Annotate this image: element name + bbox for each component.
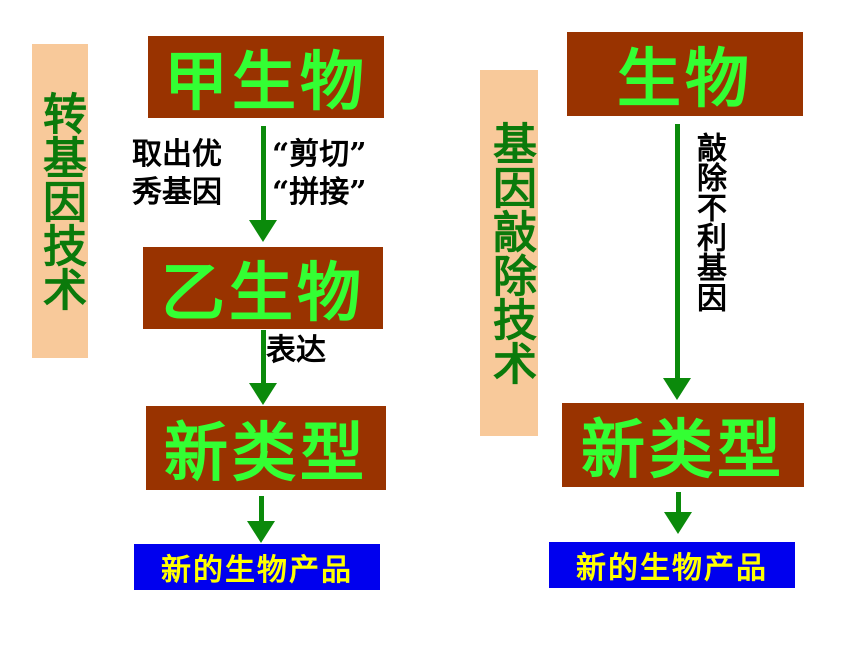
left-arrow-3-head [247,521,275,543]
right-arrow-2 [676,492,681,516]
right-arrow-2-head [664,512,692,534]
left-note-extract-gene: 取出优 秀基因 [132,137,222,210]
left-box-organism-b: 乙生物 [143,247,383,331]
right-box-organism: 生物 [567,32,803,117]
right-side-label: 基因敲除技术 [480,70,538,436]
left-arrow-2 [261,330,266,386]
right-arrow-1-head [663,378,691,400]
left-note-express: 表达 [266,333,326,368]
left-arrow-1-head [249,220,277,242]
left-product-label: 新的生物产品 [134,544,380,590]
right-arrow-1 [675,124,680,382]
left-arrow-1 [261,126,266,222]
left-arrow-3 [259,496,264,526]
left-arrow-2-head [249,383,277,405]
right-product-label: 新的生物产品 [549,542,795,588]
left-box-organism-a: 甲生物 [148,36,384,120]
left-side-label: 转基因技术 [32,44,88,358]
right-note-knockout: 敲除不利基因 [691,132,726,312]
right-box-new-type: 新类型 [562,403,804,488]
left-note-cut-splice: “剪切” “拼接” [272,137,367,210]
left-box-new-type: 新类型 [146,406,386,491]
